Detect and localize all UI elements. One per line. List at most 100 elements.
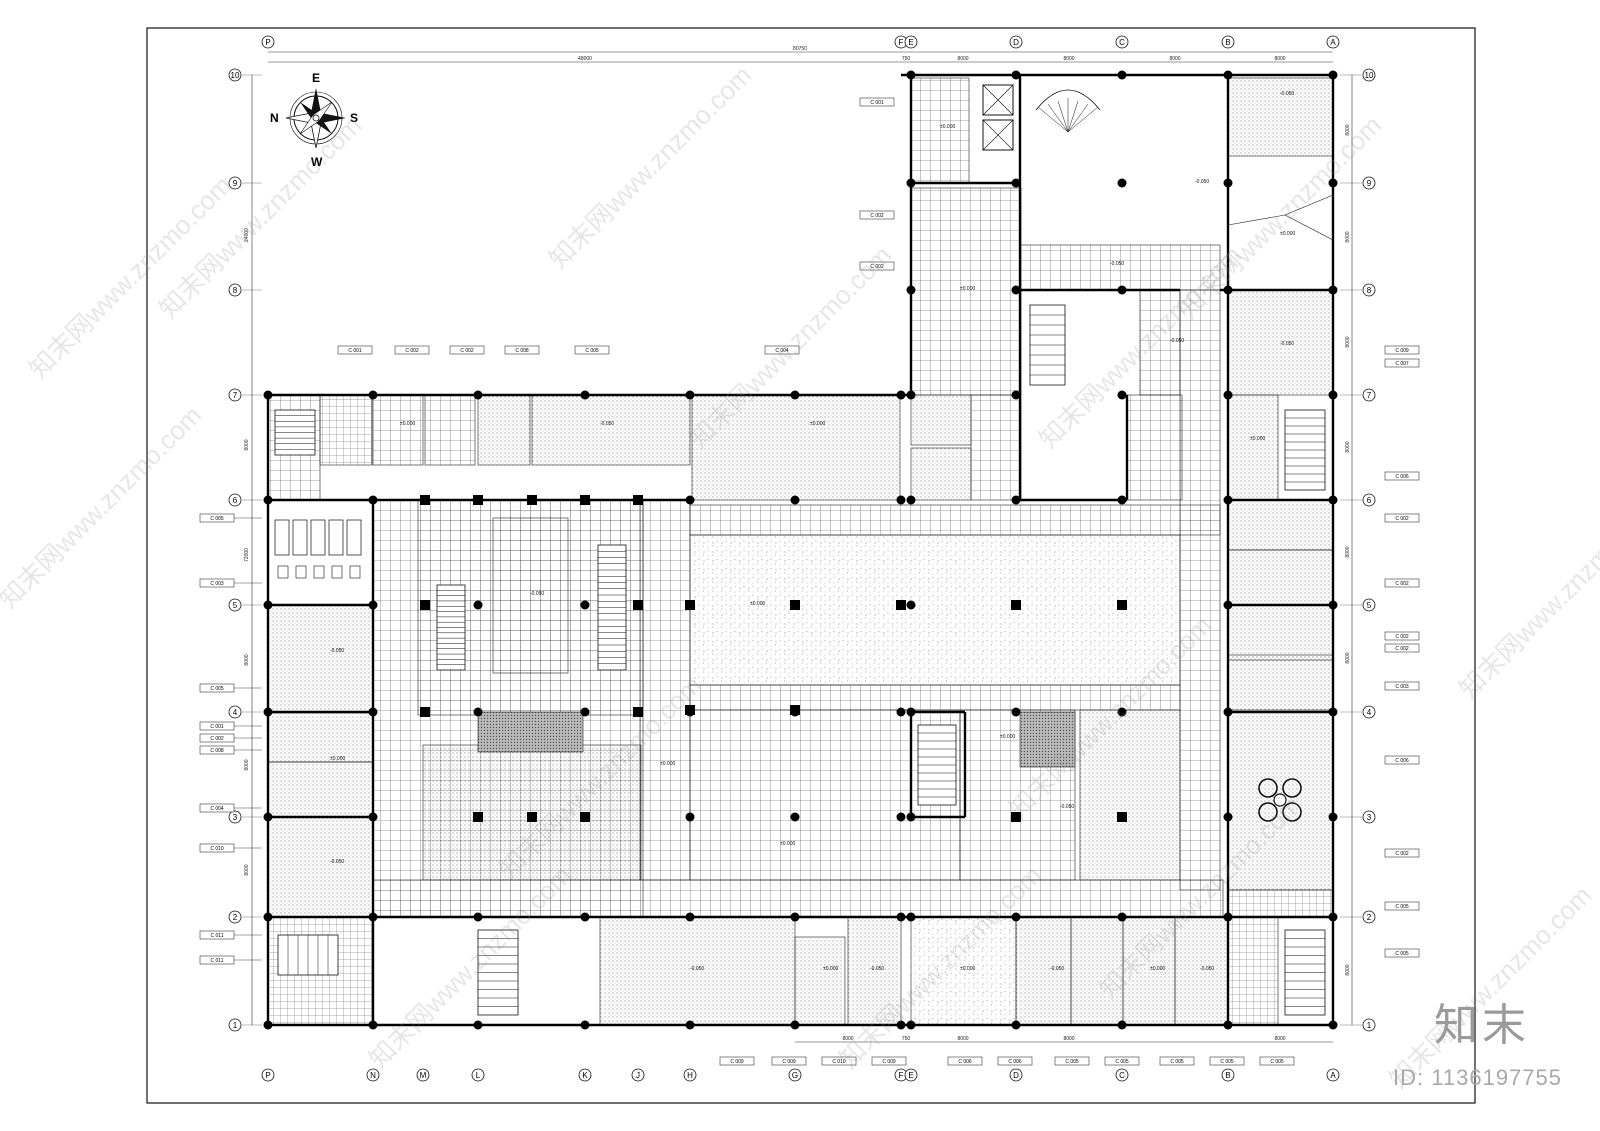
callout-bottom-0-box [719,1056,755,1066]
grid-right-row-9-circle [1362,176,1376,190]
grid-right-row-4-circle [1362,705,1376,719]
skylight-line-2 [1284,194,1334,216]
callout-right-4-text: C 002 [1395,581,1409,587]
column-90 [1117,70,1127,80]
room-23 [267,711,374,763]
callout-right-8-box [1384,755,1420,765]
column-12 [368,912,378,922]
column-33 [685,912,695,922]
level-mark-25: -0.050 [1050,966,1064,972]
level-mark-27: -0.050 [1200,966,1214,972]
room-18 [1079,709,1181,881]
dim-top-span-0: 750 [902,56,911,62]
room-47 [1019,244,1221,291]
grid-bottom-p-0-circle [261,1068,275,1082]
grid-top-c-4-label: C [1119,38,1125,47]
grid-right-row-1-circle [1362,1018,1376,1032]
room-52 [970,394,1022,501]
washroom-southwest [277,934,339,976]
grid-bottom-n-1: N [366,1068,380,1082]
room-2 [319,394,373,466]
callout-bottom-10-box [1259,1056,1295,1066]
grid-top-b-5-circle [1221,35,1235,49]
grid-left-row-1: 1 [228,1018,242,1032]
column-19 [473,912,483,922]
callout-right-8-text: C 006 [1395,758,1409,764]
room-30 [910,916,1017,1026]
toilet-fixture-3 [331,565,343,579]
column-80 [1328,707,1338,717]
square-column-12 [580,812,590,822]
column-89 [1011,285,1021,295]
callout-top-2-text: C 002 [870,264,884,270]
callout-right-3: C 002 [1384,513,1420,523]
dim-bottom-span-1: 750 [902,1036,911,1042]
callout-bottom-5-text: C 006 [1008,1059,1022,1065]
column-17 [473,707,483,717]
column-29 [685,495,695,505]
column-77 [1328,390,1338,400]
callout-left-0-text: C 005 [210,516,224,522]
callout-right-11-text: C 005 [1395,951,1409,957]
room-31 [1015,916,1072,1026]
column-36 [790,495,800,505]
callout-left-3-text: C 001 [210,724,224,730]
column-55 [906,1020,916,1030]
level-mark-24: ±0.000 [960,966,975,972]
column-14 [473,390,483,400]
toilet-stall-2 [310,519,326,556]
grid-top-c-4-circle [1115,35,1129,49]
grid-left-row-5-label: 5 [233,601,238,610]
drawing-frame [146,27,1476,1104]
grid-right-row-7-label: 7 [1367,391,1372,400]
grid-left-row-9-circle [228,176,242,190]
grid-bottom-e-9: E [904,1068,918,1082]
level-mark-9: -0.050 [330,648,344,654]
column-26 [580,912,590,922]
room-27 [599,916,796,1026]
column-24 [580,707,590,717]
room-20 [1179,289,1221,891]
grid-left-row-10-circle [228,68,242,82]
column-41 [790,1020,800,1030]
stair-south-left [477,929,519,1016]
column-66 [1117,707,1127,717]
dim-bottom-span-3: 8000 [1063,1036,1074,1042]
callout-right-9-text: C 002 [1395,851,1409,857]
room-12 [689,534,1181,686]
image-id-watermark: ID: 1136197755 [1393,1065,1562,1090]
room-32 [1070,916,1124,1026]
grid-top-d-3-circle [1009,35,1023,49]
column-62 [1011,1020,1021,1030]
callout-bottom-9: C 005 [1209,1056,1245,1066]
grid-top-f-1-label: F [899,38,904,47]
grid-bottom-b-12-label: B [1225,1071,1230,1080]
room-38 [1227,499,1334,551]
square-column-4 [633,495,643,505]
toilet-fixture-4 [349,565,361,579]
callout-bottom-3-text: C 009 [882,1059,896,1065]
grid-bottom-b-12-circle [1221,1068,1235,1082]
column-7 [368,390,378,400]
grid-bottom-a-13: A [1326,1068,1340,1082]
square-column-6 [790,600,800,610]
grid-top-p-0: P [261,35,275,49]
callout-top-4: C 002 [394,345,430,355]
column-92 [1117,285,1127,295]
grid-top-p-0-label: P [265,38,270,47]
dim-left-total: 24000 [244,228,250,242]
column-43 [896,495,906,505]
ornament-ring-0 [1258,778,1278,798]
column-11 [368,812,378,822]
level-mark-19: -0.050 [1170,338,1184,344]
stair-east-upper [1284,409,1326,491]
callout-top-7-box [574,345,610,355]
column-9 [368,600,378,610]
column-64 [1117,495,1127,505]
grid-right-row-2: 2 [1362,910,1376,924]
callout-bottom-2-box [821,1056,857,1066]
column-20 [473,1020,483,1030]
